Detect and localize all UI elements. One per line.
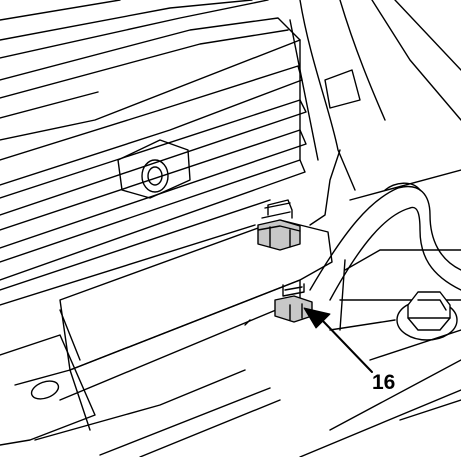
top-nut (257, 199, 301, 251)
base-hex-bolt (396, 291, 458, 341)
callout-label-16: 16 (372, 371, 396, 394)
callout-leader (303, 307, 373, 373)
motor-end-housing (289, 0, 461, 226)
bottom-nut (274, 283, 313, 323)
motor-cooling-fins (0, 0, 307, 306)
base-frame (299, 169, 461, 457)
motor-mounting-boss (117, 139, 191, 199)
cable-hose (309, 182, 461, 301)
mounting-foot-plate (0, 219, 333, 457)
